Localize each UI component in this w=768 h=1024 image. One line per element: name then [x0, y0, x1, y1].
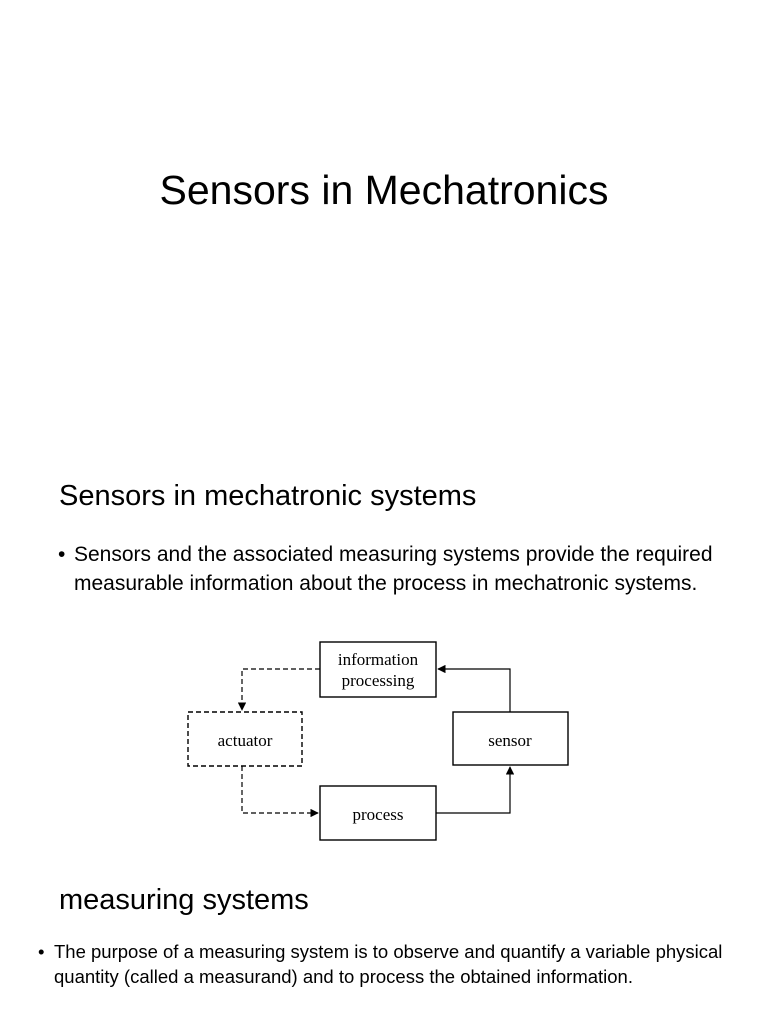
bullet-marker: • [38, 941, 45, 962]
bullet-item-sensors: • Sensors and the associated measuring s… [58, 541, 758, 598]
bullet-item-measuring: • The purpose of a measuring system is t… [38, 940, 763, 989]
node-label-sensor: sensor [488, 731, 532, 750]
bullet-marker: • [58, 543, 66, 566]
bullet-text: Sensors and the associated measuring sys… [74, 543, 713, 595]
arrow-info-to-actuator [237, 668, 320, 711]
bullet-text: The purpose of a measuring system is to … [54, 941, 723, 987]
section-heading-sensors: Sensors in mechatronic systems [59, 480, 477, 512]
arrow-actuator-to-process [241, 766, 319, 818]
slide-title: Sensors in Mechatronics [159, 167, 609, 213]
arrow-sensor-to-info [437, 664, 511, 712]
node-sensor: sensor [452, 711, 569, 766]
section-heading-measuring: measuring systems [59, 884, 309, 916]
control-loop-diagram: information processing actuator sensor p… [187, 641, 569, 841]
node-process: process [319, 785, 437, 841]
node-label-actuator: actuator [218, 731, 273, 750]
node-information-processing: information processing [319, 641, 437, 698]
node-label-process: process [353, 805, 404, 824]
node-label-information: information [338, 650, 419, 669]
node-label-processing: processing [342, 671, 415, 690]
arrow-process-to-sensor [436, 766, 515, 814]
node-actuator: actuator [187, 711, 303, 767]
